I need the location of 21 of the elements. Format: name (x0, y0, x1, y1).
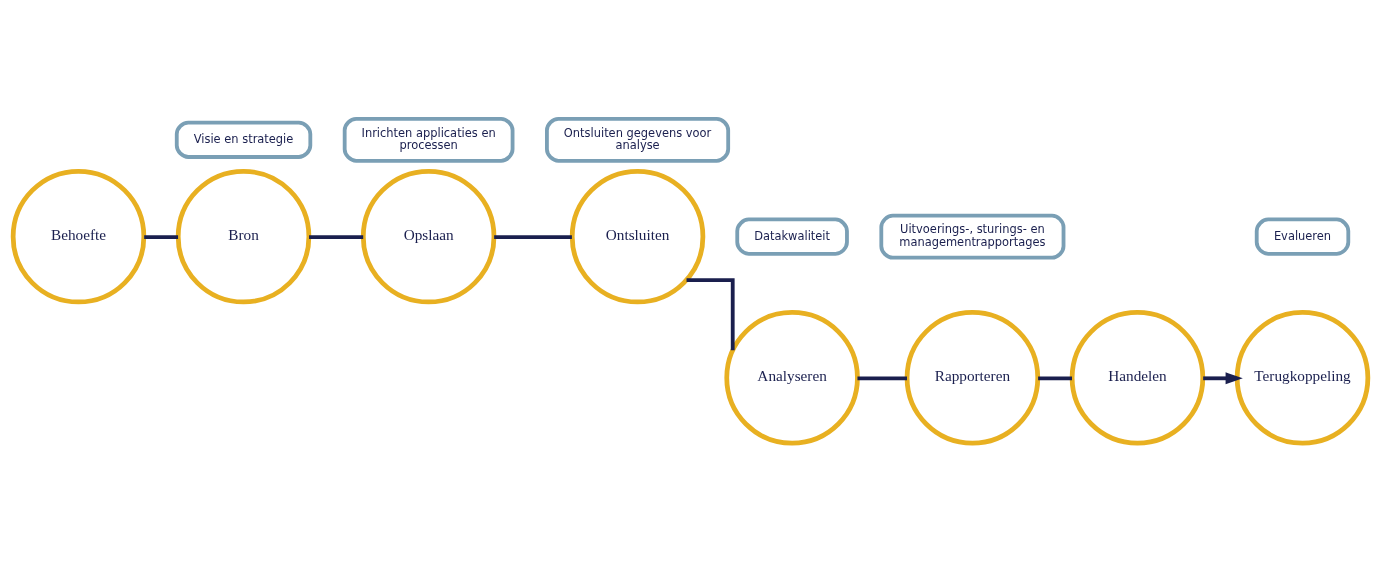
connector (309, 235, 364, 239)
node-box: Uitvoerings-, sturings- en managementrapportages (879, 213, 1066, 260)
connector (857, 376, 907, 381)
node-circle: Bron (175, 168, 312, 305)
connector (144, 235, 179, 239)
connector (494, 235, 572, 239)
node-box: Visie en strategie (174, 120, 313, 159)
connector (1038, 376, 1072, 381)
node-circle: Rapporteren (904, 310, 1041, 446)
node-box: Evalueren (1254, 217, 1351, 256)
node-circle: Terugkoppeling (1234, 310, 1371, 446)
node-circle: Analyseren (724, 310, 860, 446)
node-circle: Handelen (1069, 310, 1206, 446)
node-circle: Behoefte (10, 168, 147, 305)
node-circle: Opslaan (360, 168, 497, 305)
node-box: Inrichten applicaties en processen (342, 116, 515, 163)
connector (686, 278, 735, 351)
node-circle: Ontsluiten (569, 168, 706, 305)
node-box: Datakwaliteit (735, 217, 849, 256)
node-box: Ontsluiten gegevens voor analyse (545, 116, 731, 163)
arrow (1203, 372, 1243, 385)
